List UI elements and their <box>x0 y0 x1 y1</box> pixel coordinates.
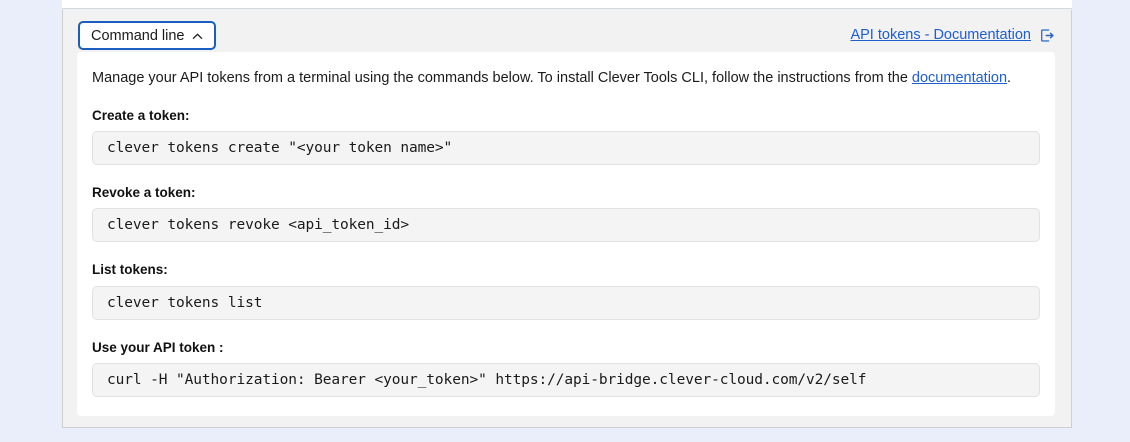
section-label: List tokens: <box>92 262 168 278</box>
chevron-up-icon <box>192 31 203 42</box>
tab-command-line-label: Command line <box>91 27 185 44</box>
card-header: Command line API tokens - Documentation <box>62 10 1072 52</box>
command-create-token[interactable]: clever tokens create "<your token name>" <box>92 131 1040 166</box>
section-create-token: Create a token: clever tokens create "<y… <box>92 108 1040 166</box>
previous-section-edge <box>62 0 1072 9</box>
tab-command-line[interactable]: Command line <box>78 21 216 50</box>
section-label: Use your API token : <box>92 339 224 355</box>
section-use-token: Use your API token : curl -H "Authorizat… <box>92 340 1040 397</box>
command-line-panel: Manage your API tokens from a terminal u… <box>77 52 1055 416</box>
section-label: Revoke a token: <box>92 185 196 201</box>
documentation-link-group: API tokens - Documentation <box>850 27 1055 43</box>
intro-paragraph: Manage your API tokens from a terminal u… <box>92 68 1040 89</box>
section-label: Create a token: <box>92 108 190 124</box>
intro-text-before: Manage your API tokens from a terminal u… <box>92 70 912 86</box>
external-link-icon[interactable] <box>1040 28 1055 43</box>
command-revoke-token[interactable]: clever tokens revoke <api_token_id> <box>92 208 1040 243</box>
api-tokens-documentation-link[interactable]: API tokens - Documentation <box>850 27 1031 43</box>
intro-text-after: . <box>1007 70 1012 86</box>
section-list-tokens: List tokens: clever tokens list <box>92 262 1040 320</box>
section-revoke-token: Revoke a token: clever tokens revoke <ap… <box>92 185 1040 243</box>
documentation-inline-link[interactable]: documentation <box>911 70 1008 86</box>
command-use-token[interactable]: curl -H "Authorization: Bearer <your_tok… <box>92 362 1040 397</box>
command-list-tokens[interactable]: clever tokens list <box>92 285 1040 320</box>
